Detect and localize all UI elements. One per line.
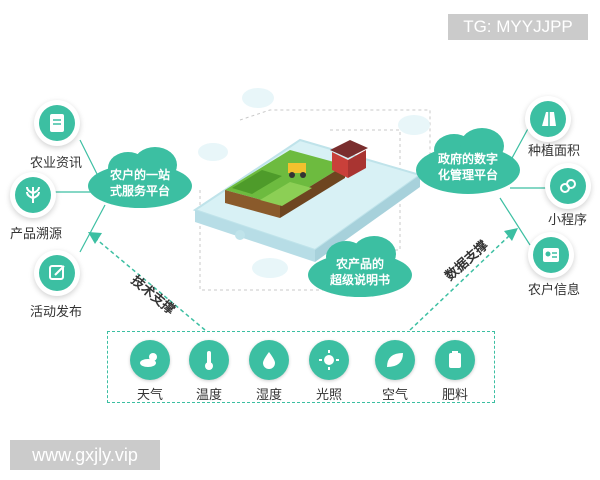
wheat-icon[interactable] — [10, 172, 56, 218]
right-arrow-line — [409, 234, 511, 331]
phone-illustration — [192, 138, 423, 262]
document-icon[interactable] — [34, 100, 80, 146]
env-label: 肥料 — [441, 388, 468, 403]
env-label: 湿度 — [255, 388, 282, 403]
center-cloud-line2: 超级说明书 — [329, 273, 390, 287]
env-label: 天气 — [136, 388, 163, 403]
left-arrow-head — [88, 232, 102, 244]
leaf-icon — [375, 340, 415, 380]
thermometer-icon — [189, 340, 229, 380]
center-cloud-line1: 农产品的 — [335, 257, 384, 271]
left-item-label: 活动发布 — [30, 305, 83, 320]
env-item-light[interactable]: 光照 — [304, 340, 354, 403]
profile-icon[interactable] — [528, 232, 574, 278]
env-item-fertilizer[interactable]: 肥料 — [430, 340, 480, 403]
env-item-temperature[interactable]: 温度 — [184, 340, 234, 403]
connector-line — [79, 139, 101, 181]
right-cloud-line2: 化管理平台 — [437, 168, 498, 182]
right-item-label: 小程序 — [548, 213, 588, 228]
center-cloud-shape — [308, 236, 412, 297]
left-cloud-text: 农户的一站 式服务平台 — [100, 167, 180, 199]
right-cloud-text: 政府的数字 化管理平台 — [428, 151, 508, 183]
edit-icon[interactable] — [34, 250, 80, 296]
env-item-air[interactable]: 空气 — [370, 340, 420, 403]
left-cloud-line2: 式服务平台 — [109, 184, 170, 198]
env-item-weather[interactable]: 天气 — [125, 340, 175, 403]
right-item-label: 种植面积 — [528, 144, 581, 159]
humidity-icon — [249, 340, 289, 380]
link-icon[interactable] — [545, 163, 591, 209]
top-watermark: TG: MYYJJPP — [448, 14, 588, 40]
left-cloud-line1: 农户的一站 — [109, 168, 170, 182]
right-cloud-shape — [416, 128, 520, 194]
right-cloud-line1: 政府的数字 — [437, 152, 498, 166]
right-arrow-head — [504, 228, 518, 241]
field-icon[interactable] — [525, 96, 571, 142]
env-label: 光照 — [315, 388, 342, 403]
env-label: 温度 — [195, 388, 222, 403]
env-label: 空气 — [381, 388, 408, 403]
right-item-label: 农户信息 — [528, 283, 581, 298]
left-item-label: 产品溯源 — [10, 227, 63, 242]
env-item-humidity[interactable]: 湿度 — [244, 340, 294, 403]
connector-line — [499, 197, 531, 246]
sun-icon — [309, 340, 349, 380]
left-item-label: 农业资讯 — [30, 156, 83, 171]
bottom-watermark: www.gxjly.vip — [10, 440, 160, 470]
weather-icon — [130, 340, 170, 380]
connector-line — [79, 204, 106, 253]
fertilizer-icon — [435, 340, 475, 380]
center-cloud-text: 农产品的 超级说明书 — [320, 256, 400, 288]
left-arrow-line — [94, 237, 206, 331]
left-cloud-shape — [88, 147, 192, 208]
environment-box — [107, 331, 495, 403]
